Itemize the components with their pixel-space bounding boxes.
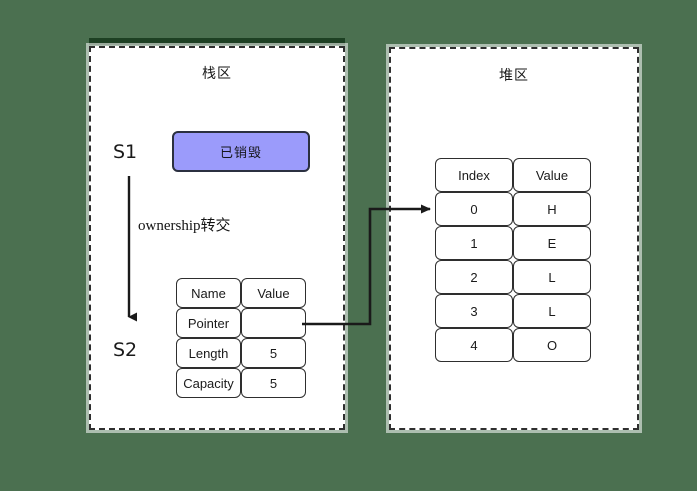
table-header-row: Name Value <box>176 278 306 308</box>
s1-label: S1 <box>113 141 138 163</box>
ownership-transfer-label: ownership转交 <box>138 218 231 234</box>
stack-row-pointer-value <box>241 308 306 338</box>
table-row: 2 L <box>435 260 591 294</box>
heap-row-0-index: 0 <box>435 192 513 226</box>
table-row: Capacity 5 <box>176 368 306 398</box>
heap-header-index: Index <box>435 158 513 192</box>
stack-header-name: Name <box>176 278 241 308</box>
heap-row-3-index: 3 <box>435 294 513 328</box>
heap-row-0-value: H <box>513 192 591 226</box>
heap-memory-table: Index Value 0 H 1 E 2 L 3 L 4 O <box>435 158 591 362</box>
stack-row-length-value: 5 <box>241 338 306 368</box>
heap-row-3-value: L <box>513 294 591 328</box>
stack-panel-title: 栈区 <box>202 65 232 81</box>
heap-row-1-index: 1 <box>435 226 513 260</box>
heap-panel-title: 堆区 <box>499 67 529 83</box>
table-row: 1 E <box>435 226 591 260</box>
stack-row-capacity-value: 5 <box>241 368 306 398</box>
heap-row-2-value: L <box>513 260 591 294</box>
s2-label: S2 <box>113 339 138 361</box>
table-row: Length 5 <box>176 338 306 368</box>
stack-header-value: Value <box>241 278 306 308</box>
stack-row-length-name: Length <box>176 338 241 368</box>
heap-row-4-index: 4 <box>435 328 513 362</box>
heap-header-value: Value <box>513 158 591 192</box>
stack-row-capacity-name: Capacity <box>176 368 241 398</box>
heap-row-2-index: 2 <box>435 260 513 294</box>
table-row: Pointer <box>176 308 306 338</box>
destroyed-box: 已销毁 <box>172 131 310 172</box>
stack-panel-accent-bar <box>89 38 345 45</box>
heap-row-1-value: E <box>513 226 591 260</box>
table-row: 4 O <box>435 328 591 362</box>
table-row: 3 L <box>435 294 591 328</box>
table-header-row: Index Value <box>435 158 591 192</box>
pointer-to-heap-arrow <box>302 204 431 326</box>
heap-row-4-value: O <box>513 328 591 362</box>
stack-row-pointer-name: Pointer <box>176 308 241 338</box>
stack-variable-table: Name Value Pointer Length 5 Capacity 5 <box>176 278 306 398</box>
ownership-transfer-arrow <box>127 176 137 322</box>
destroyed-box-label: 已销毁 <box>219 145 262 160</box>
table-row: 0 H <box>435 192 591 226</box>
